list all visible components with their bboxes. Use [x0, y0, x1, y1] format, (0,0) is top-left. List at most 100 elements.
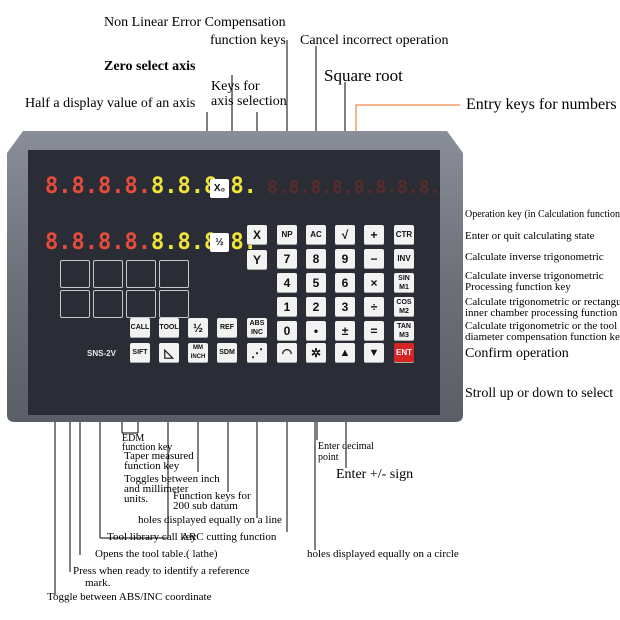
key-9[interactable]: 9	[335, 249, 355, 269]
sqrt-key[interactable]: √	[335, 225, 355, 245]
label-calc-trig-2: inner chamber processing function key	[465, 307, 620, 319]
label-non-linear-1: Non Linear Error Compensation	[104, 15, 286, 30]
label-taper-2: function key	[124, 460, 180, 472]
half-key[interactable]: ½	[188, 318, 208, 338]
key-2[interactable]: 2	[306, 297, 326, 317]
readout-1-red: 8.8.8.8.	[45, 174, 151, 199]
x-axis-key[interactable]: X	[247, 225, 267, 245]
lathe-icon-8	[159, 290, 189, 318]
mm-inch-key[interactable]: MM INCH	[188, 343, 208, 363]
label-calc-inv-proc-2: Processing function key	[465, 281, 571, 293]
label-arc: ARC cutting function	[181, 531, 277, 543]
lathe-icon-3	[126, 260, 156, 288]
holes-circle-icon: ✲	[310, 346, 322, 360]
key-4[interactable]: 4	[277, 273, 297, 293]
label-enter-sign: Enter +/- sign	[336, 467, 414, 482]
lathe-icon-4	[159, 260, 189, 288]
axis-readout-2: 8.8.8.8.8.8.8.8.	[45, 230, 257, 255]
down-key[interactable]: ▼	[364, 343, 384, 363]
key-6[interactable]: 6	[335, 273, 355, 293]
label-enter-quit: Enter or quit calculating state	[465, 230, 595, 242]
call-key[interactable]: CALL	[130, 318, 150, 338]
calc-display: 8.8.8.8.8.8.8.8.	[267, 177, 440, 198]
label-enter-decimal-1: Enter decimal	[318, 441, 374, 452]
lathe-icon-6	[93, 290, 123, 318]
model-label: SNS-2V	[87, 349, 116, 358]
label-opens-tool: Opens the tool table.( lathe)	[95, 548, 218, 560]
label-toggle-abs: Toggle between ABS/INC coordinate	[47, 591, 212, 603]
sign-key[interactable]: ±	[335, 321, 355, 341]
key-8[interactable]: 8	[306, 249, 326, 269]
holes-circle-key[interactable]: ✲	[306, 343, 326, 363]
label-entry-keys: Entry keys for numbers	[466, 96, 617, 113]
sdm-key[interactable]: SDM	[217, 343, 237, 363]
label-confirm: Confirm operation	[465, 346, 569, 361]
label-toggles-2: and millimeter	[124, 483, 189, 495]
ac-key[interactable]: AC	[306, 225, 326, 245]
inv-key[interactable]: INV	[394, 249, 414, 269]
minus-key[interactable]: −	[364, 249, 384, 269]
up-key[interactable]: ▲	[335, 343, 355, 363]
plus-key[interactable]: +	[364, 225, 384, 245]
taper-key[interactable]: ◺	[159, 343, 179, 363]
decimal-point-key[interactable]: •	[306, 321, 326, 341]
label-non-linear-2: function keys	[210, 33, 286, 48]
abs-inc-key[interactable]: ABS INC	[247, 318, 267, 338]
label-keys-for-2: axis selection	[211, 94, 287, 109]
dro-device: 8.8.8.8.8.8.8.8. X₀ 8.8.8.8.8.8.8.8. 8.8…	[5, 125, 465, 425]
times-key[interactable]: ×	[364, 273, 384, 293]
label-op-key: Operation key (in Calculation function	[465, 209, 620, 220]
label-edm-1: EDM	[122, 433, 145, 444]
x0-indicator: X₀	[210, 179, 229, 198]
label-square-root: Square root	[324, 66, 403, 85]
tan-m3-key[interactable]: TAN M3	[394, 321, 414, 341]
ref-key[interactable]: REF	[217, 318, 237, 338]
arc-icon: ◠	[281, 346, 293, 360]
key-3[interactable]: 3	[335, 297, 355, 317]
readout-2-red: 8.8.8.8.	[45, 230, 151, 255]
label-toggles-3: units.	[124, 493, 149, 505]
label-holes-line: holes displayed equally on a line	[138, 514, 282, 526]
taper-icon: ◺	[164, 346, 174, 360]
key-0[interactable]: 0	[277, 321, 297, 341]
calc-display-digits: 8.8.8.8.8.8.8.8.	[267, 177, 441, 198]
np-key[interactable]: NP	[277, 225, 297, 245]
key-7[interactable]: 7	[277, 249, 297, 269]
label-func200-2: 200 sub datum	[173, 500, 238, 512]
key-5[interactable]: 5	[306, 273, 326, 293]
ent-key[interactable]: ENT	[394, 343, 414, 363]
label-calc-inv-proc-1: Calculate inverse trigonometric	[465, 270, 604, 282]
cos-m2-key[interactable]: COS M2	[394, 297, 414, 317]
tool-key[interactable]: TOOL	[159, 318, 179, 338]
label-press-ready-2: mark.	[85, 577, 111, 589]
label-tool-lib: Tool library call key	[107, 531, 197, 543]
holes-line-icon: ⋰	[251, 346, 263, 360]
arc-key[interactable]: ◠	[277, 343, 297, 363]
lathe-icon-5	[60, 290, 90, 318]
label-half-display: Half a display value of an axis	[25, 96, 196, 111]
equals-key[interactable]: =	[364, 321, 384, 341]
axis-readout-1: 8.8.8.8.8.8.8.8.	[45, 174, 257, 199]
label-calc-tool-1: Calculate trigonometric or the tool	[465, 320, 618, 332]
readout-1-yellow: 8.8.8.8.	[150, 174, 257, 199]
readout-2-yellow: 8.8.8.8.	[150, 230, 257, 255]
half-indicator: ½	[210, 233, 229, 252]
divide-key[interactable]: ÷	[364, 297, 384, 317]
label-holes-circle: holes displayed equally on a circle	[307, 548, 459, 560]
label-taper-1: Taper measured	[124, 450, 194, 462]
label-press-ready-1: Press when ready to identify a reference	[73, 565, 250, 577]
lathe-icon-1	[60, 260, 90, 288]
label-enter-decimal-2: point	[318, 452, 339, 463]
lathe-icon-2	[93, 260, 123, 288]
key-1[interactable]: 1	[277, 297, 297, 317]
sift-key[interactable]: SIFT	[130, 343, 150, 363]
holes-line-key[interactable]: ⋰	[247, 343, 267, 363]
label-edm-2: function key	[122, 442, 173, 453]
label-toggles-1: Toggles between inch	[124, 473, 220, 485]
sin-m1-key[interactable]: SIN M1	[394, 273, 414, 293]
lathe-icon-7	[126, 290, 156, 318]
label-stroll: Stroll up or down to select	[465, 386, 614, 401]
y-axis-key[interactable]: Y	[247, 250, 267, 270]
label-calc-tool-2: diameter compensation function key	[465, 331, 620, 343]
ctr-key[interactable]: CTR	[394, 225, 414, 245]
